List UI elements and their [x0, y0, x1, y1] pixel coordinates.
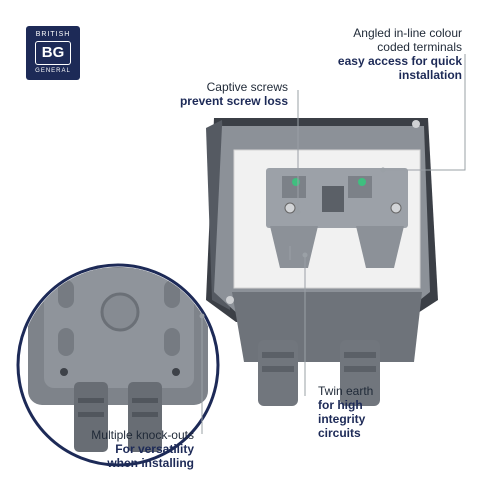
inset-knockouts	[16, 263, 220, 467]
logo-bottom-text: GENERAL	[35, 68, 71, 74]
knockouts-line-1: Multiple knock-outs	[91, 428, 194, 442]
leader-lines	[199, 54, 466, 434]
earth-bold-2: integrity	[318, 412, 366, 426]
earth-bold-3: circuits	[318, 426, 361, 440]
captive-screw-left	[284, 202, 296, 214]
earth-bold-1: for high	[318, 398, 363, 412]
knockouts-bold-2: when installing	[107, 456, 194, 470]
earth-line-1: Twin earth	[318, 384, 374, 398]
screws-bold-1: prevent screw loss	[179, 94, 288, 108]
gland-left	[258, 340, 298, 406]
callout-knockouts: Multiple knock-outs For versatility when…	[20, 428, 194, 470]
enclosure	[206, 118, 438, 406]
callout-terminals: Angled in-line colour coded terminals ea…	[262, 26, 462, 82]
captive-screw-right	[390, 202, 402, 214]
terminals-line-2: coded terminals	[377, 40, 462, 54]
logo-top-text: BRITISH	[35, 31, 71, 38]
logo-mark: BG	[35, 41, 71, 65]
british-general-logo: BRITISH BG GENERAL	[26, 26, 80, 80]
terminals-line-1: Angled in-line colour	[353, 26, 462, 40]
knockouts-bold-1: For versatility	[115, 442, 194, 456]
screws-line-1: Captive screws	[206, 80, 288, 94]
callout-captive-screws: Captive screws prevent screw loss	[128, 80, 288, 108]
terminals-bold-1: easy access for quick	[337, 54, 462, 68]
callout-twin-earth: Twin earth for high integrity circuits	[318, 384, 438, 440]
terminals-bold-2: installation	[398, 68, 462, 82]
